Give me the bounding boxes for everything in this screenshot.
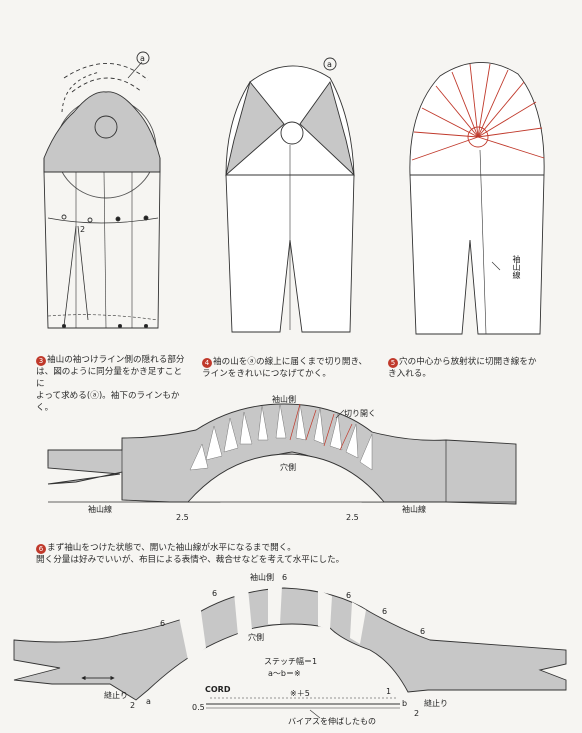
lower-gaps bbox=[178, 586, 366, 660]
figure-step6-upper bbox=[47, 403, 517, 505]
sleeve-body-outline bbox=[43, 158, 161, 329]
label-point-b: b bbox=[402, 699, 407, 708]
figure-step6-lower bbox=[13, 586, 567, 719]
step4-line2: ラインをきれいにつなげてかく。 bbox=[202, 369, 331, 379]
label-point-a: a bbox=[146, 697, 151, 706]
label-nuidomari-left: 縫止り bbox=[104, 690, 128, 700]
step3-line1: 袖山の袖つけライン側の隠れる部分 bbox=[47, 355, 185, 365]
step6-line2: 開く分量は好みでいいが、布目による表情や、裁合せなどを考えて水平にした。 bbox=[36, 555, 345, 565]
label-sodeyama-sen-right: 袖山線 bbox=[402, 504, 426, 514]
label-anagawa-bottom: 穴側 bbox=[248, 632, 264, 642]
label-anagawa-mid: 穴側 bbox=[280, 462, 296, 472]
sleeve-hole-circle bbox=[94, 115, 118, 139]
step3-line3: よって求める(ⓐ)。袖下のラインもかく。 bbox=[36, 391, 180, 413]
step4-number: 4 bbox=[202, 358, 212, 368]
step6-number: 6 bbox=[36, 544, 46, 554]
step6-line1: まず袖山をつけた状態で、開いた袖山線が水平になるまで開く。 bbox=[47, 543, 296, 553]
upper-hole-arc bbox=[187, 453, 385, 503]
upper-wedges bbox=[189, 403, 373, 471]
label-cord-formula: ※＋5 bbox=[290, 689, 310, 698]
label-sodeyama-gawa-top: 袖山側 bbox=[272, 394, 296, 404]
label-two-right: 2 bbox=[414, 709, 419, 718]
step5-line1: 穴の中心から放射状に切開き線をか bbox=[399, 357, 537, 367]
fig4-shade-left bbox=[225, 81, 285, 177]
label-six-top: 6 bbox=[282, 573, 287, 582]
label-a-circle: a bbox=[140, 54, 145, 63]
fig4-label-a: a bbox=[327, 60, 332, 69]
label-05: 0.5 bbox=[192, 703, 205, 712]
label-six-r1: 6 bbox=[346, 591, 351, 600]
step5-line2: き入れる。 bbox=[388, 369, 431, 379]
label-six-r2: 6 bbox=[382, 607, 387, 616]
label-25-right: 2.5 bbox=[346, 513, 359, 522]
lower-band-shape bbox=[13, 587, 567, 701]
label-six-r3: 6 bbox=[420, 627, 425, 636]
step5-number: 5 bbox=[388, 358, 398, 368]
fig4-shade-right bbox=[299, 80, 355, 177]
label-sodeyama-gawa-bottom: 袖山側 bbox=[250, 572, 274, 582]
label-cord: CORD bbox=[205, 685, 231, 694]
fig5-outline bbox=[409, 62, 545, 335]
dashed-arc-outer bbox=[63, 63, 149, 81]
label-tick-2: 2 bbox=[80, 225, 85, 234]
step3-number: 3 bbox=[36, 356, 46, 366]
step3-line2: は、図のように同分量をかき足すことに bbox=[36, 367, 183, 389]
step4-line1: 袖の山をⓐの線上に届くまで切り開き、 bbox=[213, 357, 368, 367]
label-stitch: ステッチ幅＝1 bbox=[264, 656, 317, 666]
label-kirihiraku: 切り開く bbox=[344, 409, 376, 418]
fig4-hole bbox=[280, 121, 304, 145]
fig5-radial-lines bbox=[411, 63, 545, 161]
dashed-arc-inner bbox=[71, 77, 143, 93]
label-two-left: 2 bbox=[130, 701, 135, 710]
figure-step5 bbox=[409, 62, 545, 335]
label-sodeyama-sen-left: 袖山線 bbox=[88, 504, 112, 514]
label-six-l2: 6 bbox=[160, 619, 165, 628]
label-six-l1: 6 bbox=[212, 589, 217, 598]
upper-cut-lines-red bbox=[289, 403, 353, 451]
label-nuidomari-right: 縫止り bbox=[424, 698, 448, 708]
figure-step3 bbox=[43, 51, 161, 329]
label-bias: バイアスを伸ばしたもの bbox=[288, 716, 376, 726]
label-one-right: 1 bbox=[386, 687, 391, 696]
figure-step4 bbox=[225, 57, 355, 333]
label-25-left: 2.5 bbox=[176, 513, 189, 522]
label-formula: a〜b＝※ bbox=[268, 669, 301, 678]
